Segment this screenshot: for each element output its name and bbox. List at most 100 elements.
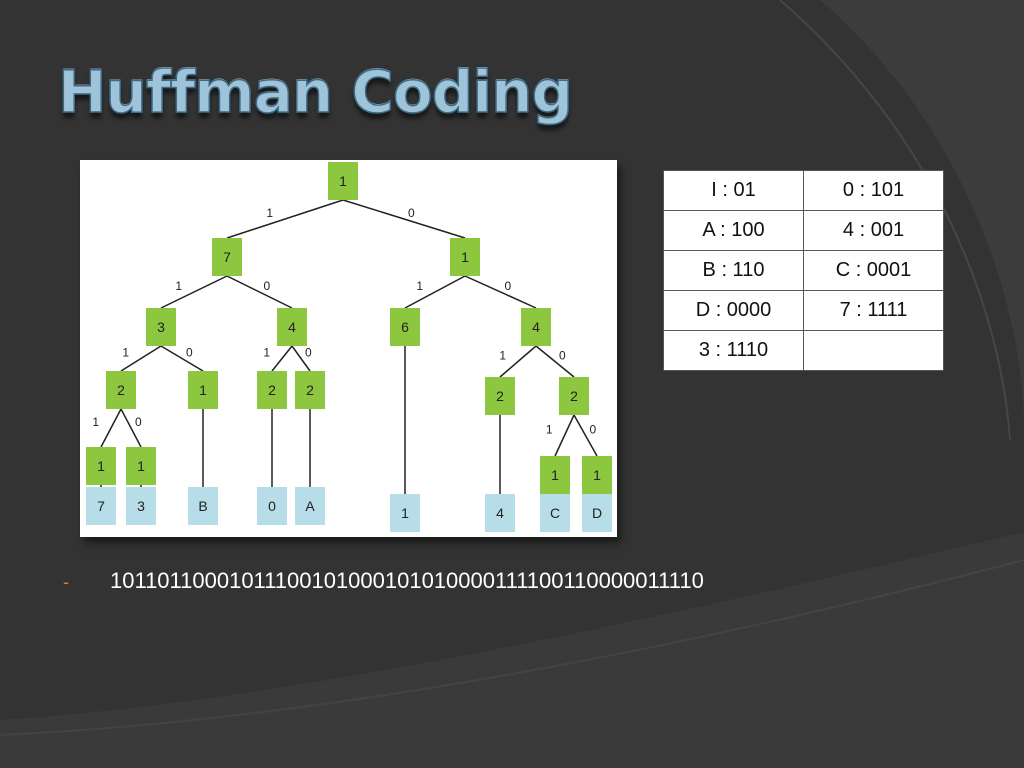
edge-label: 1 [175, 279, 182, 293]
node-label: 1 [137, 458, 145, 474]
node-box [212, 238, 242, 276]
code-cell: 0 : 101 [803, 170, 944, 211]
leaf-node: 3 [126, 487, 156, 525]
edge-label: 0 [186, 346, 193, 360]
leaf-node: D [582, 494, 612, 532]
node-label: 1 [461, 249, 469, 265]
tree-edge [464, 275, 537, 309]
node-box [257, 487, 287, 525]
node-label: 4 [532, 319, 540, 335]
internal-node: 1 [86, 447, 116, 485]
edge-label: 1 [499, 349, 506, 363]
code-cell: 7 : 1111 [803, 290, 944, 331]
node-box [485, 494, 515, 532]
code-cell: I : 01 [663, 170, 804, 211]
leaf-node: 1 [390, 494, 420, 532]
internal-node: 2 [559, 377, 589, 415]
node-label: 2 [496, 388, 504, 404]
edge-label: 1 [122, 346, 129, 360]
node-box [485, 377, 515, 415]
code-row: 3 : 1110 [663, 330, 944, 371]
edge-label: 1 [266, 206, 273, 220]
code-cell: C : 0001 [803, 250, 944, 291]
node-label: 4 [496, 505, 504, 521]
edge-label: 0 [135, 415, 142, 429]
node-box [188, 487, 218, 525]
internal-node: 1 [582, 456, 612, 494]
edge-label: 0 [559, 349, 566, 363]
node-label: B [198, 498, 207, 514]
internal-node: 2 [257, 371, 287, 409]
leaf-node: 7 [86, 487, 116, 525]
node-label: 1 [551, 467, 559, 483]
node-label: 1 [199, 382, 207, 398]
edge-label: 1 [92, 415, 99, 429]
tree-edge [342, 199, 466, 239]
node-box [559, 377, 589, 415]
node-label: 2 [306, 382, 314, 398]
node-box [106, 371, 136, 409]
node-box [86, 447, 116, 485]
bullet-marker: - [63, 572, 69, 592]
node-box [450, 238, 480, 276]
tree-edge [554, 414, 575, 457]
node-box [126, 487, 156, 525]
node-label: 7 [97, 498, 105, 514]
node-label: C [550, 505, 560, 521]
leaf-node: A [295, 487, 325, 525]
internal-node: 1 [328, 162, 358, 200]
edge-label: 0 [264, 279, 271, 293]
code-cell: B : 110 [663, 250, 804, 291]
node-label: 6 [401, 319, 409, 335]
edge-label: 1 [263, 346, 270, 360]
internal-node: 1 [450, 238, 480, 276]
tree-edge [499, 345, 537, 378]
leaf-node: 0 [257, 487, 287, 525]
node-label: 3 [157, 319, 165, 335]
node-box [582, 494, 612, 532]
node-label: 2 [570, 388, 578, 404]
code-cell [803, 330, 944, 371]
internal-node: 7 [212, 238, 242, 276]
edge-label: 0 [305, 346, 312, 360]
edge-label: 1 [546, 423, 553, 437]
leaf-node: B [188, 487, 218, 525]
code-cell: 4 : 001 [803, 210, 944, 251]
internal-node: 1 [540, 456, 570, 494]
node-box [295, 371, 325, 409]
node-box [390, 494, 420, 532]
edge-label: 0 [590, 423, 597, 437]
internal-node: 2 [485, 377, 515, 415]
node-box [277, 308, 307, 346]
code-cell: A : 100 [663, 210, 804, 251]
tree-edge [535, 345, 575, 378]
tree-edge [160, 345, 204, 372]
internal-node: 2 [295, 371, 325, 409]
leaf-node: 4 [485, 494, 515, 532]
tree-edge [291, 345, 311, 372]
node-box [521, 308, 551, 346]
tree-edge [160, 275, 228, 309]
node-label: 2 [268, 382, 276, 398]
internal-node: 4 [277, 308, 307, 346]
node-label: 2 [117, 382, 125, 398]
node-label: 1 [401, 505, 409, 521]
node-box [390, 308, 420, 346]
node-box [328, 162, 358, 200]
node-box [540, 456, 570, 494]
node-label: 3 [137, 498, 145, 514]
internal-node: 4 [521, 308, 551, 346]
node-label: 1 [97, 458, 105, 474]
node-box [126, 447, 156, 485]
tree-edge [100, 408, 122, 448]
internal-node: 1 [188, 371, 218, 409]
tree-edge [120, 408, 142, 448]
internal-node: 1 [126, 447, 156, 485]
